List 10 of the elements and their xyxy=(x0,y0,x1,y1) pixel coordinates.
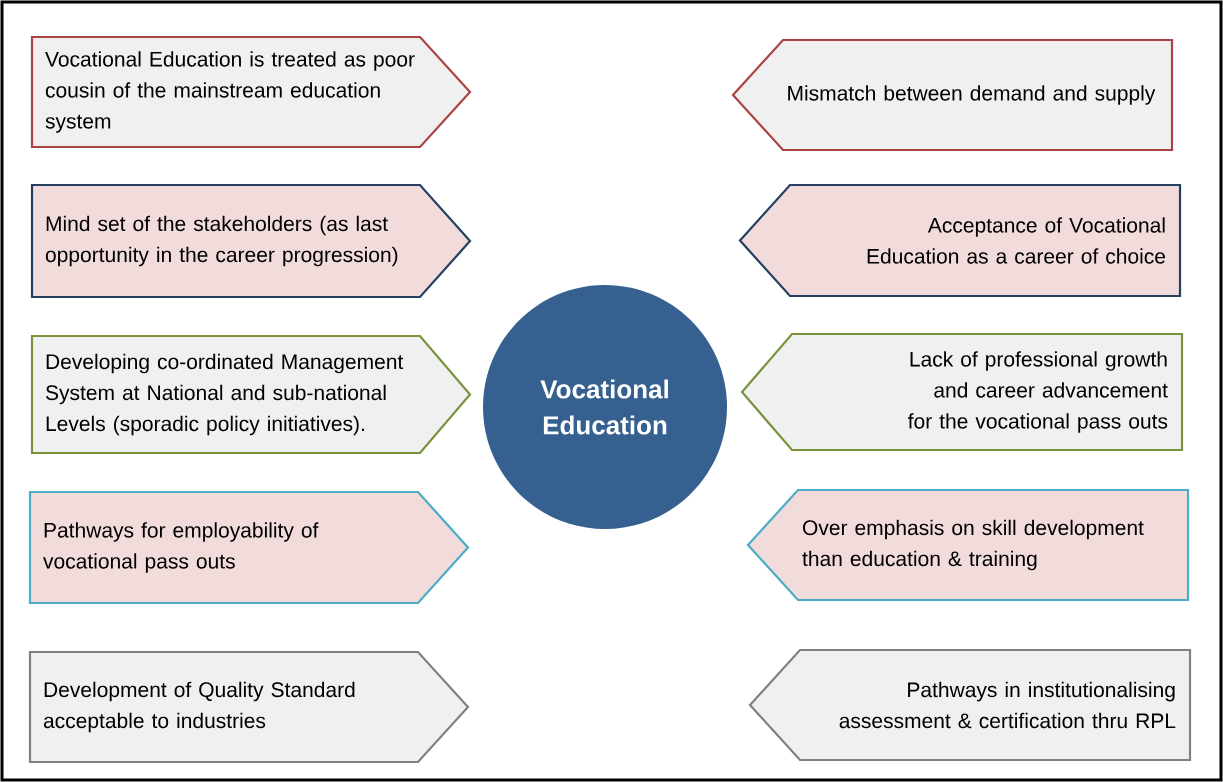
arrow-box: Lack of professional growth and career advancement for the vocational pass outs xyxy=(740,332,1184,452)
arrow-box: Acceptance of Vocational Education as a career of choice xyxy=(738,183,1182,298)
arrow-box: Pathways in institutionalising assessment & certification thru RPL xyxy=(748,648,1192,762)
arrow-box: Developing co-ordinated Management System at National and sub-national Levels (sporadic policy initiatives). xyxy=(30,334,472,455)
arrow-box: Mismatch between demand and supply xyxy=(731,38,1174,152)
arrow-box: Over emphasis on skill development than education & training xyxy=(746,488,1190,602)
arrow-box: Pathways for employability of vocational pass outs xyxy=(28,490,470,605)
arrow-box: Development of Quality Standard acceptable to industries xyxy=(28,650,470,764)
arrow-box: Mind set of the stakeholders (as last opportunity in the career progression) xyxy=(30,183,472,299)
arrow-box: Vocational Education is treated as poor cousin of the mainstream education system xyxy=(30,35,472,149)
